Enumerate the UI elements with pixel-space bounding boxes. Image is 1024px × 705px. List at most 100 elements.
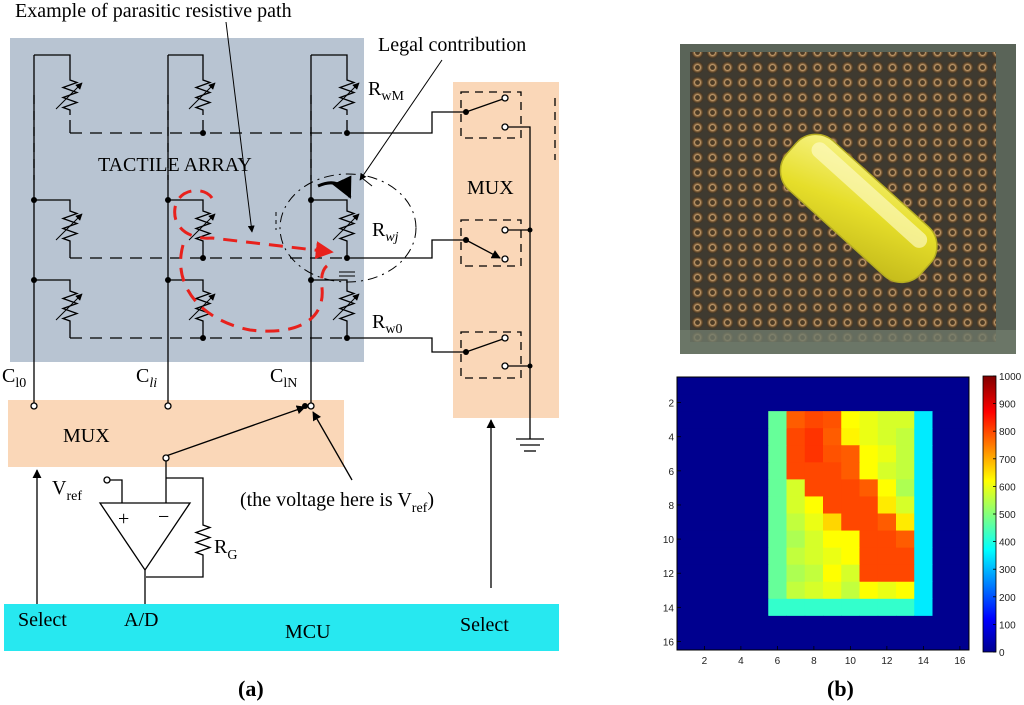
heatmap-cell [768, 428, 787, 446]
heatmap-cell [877, 547, 897, 566]
caption-a: (a) [238, 676, 264, 701]
heatmap-cell [768, 377, 787, 395]
parasitic-path [173, 189, 334, 333]
heatmap-cell [731, 377, 751, 395]
heatmap-cell [713, 530, 733, 549]
rg-label: RG [214, 536, 237, 563]
variable-resistor-arrow [188, 82, 216, 110]
heatmap-cell [877, 615, 897, 634]
sensor-photo [680, 44, 1016, 354]
heatmap-cell [750, 564, 769, 583]
heatmap-cell [914, 394, 933, 412]
heatmap-cell [695, 598, 714, 617]
y-tick-label: 4 [668, 433, 674, 444]
heatmap-cell [841, 479, 860, 497]
variable-resistor-arrow [188, 213, 216, 241]
heatmap-cell [859, 377, 879, 395]
y-tick-label: 6 [668, 467, 674, 478]
heatmap-cell [804, 530, 824, 549]
resistor-symbols [55, 75, 360, 560]
heatmap-cell [713, 445, 733, 463]
heatmap-cell [932, 428, 952, 446]
colorbar-tick-label: 0 [999, 648, 1005, 659]
heatmap-cell [750, 496, 769, 514]
heatmap-cell [713, 428, 733, 446]
heatmap-cell [932, 479, 952, 497]
heatmap-cell [896, 445, 915, 463]
heatmap-cell [804, 547, 824, 566]
heatmap-cell [731, 581, 751, 600]
heatmap-cell [768, 547, 787, 566]
heatmap-cell [750, 377, 769, 395]
parasitic-path-title: Example of parasitic resistive path [15, 0, 292, 22]
heatmap-cell [877, 598, 897, 617]
heatmap-cell [713, 394, 733, 412]
heatmap-cell [677, 377, 696, 395]
y-tick-label: 10 [663, 535, 675, 546]
row-label-wM: RwM [368, 78, 404, 104]
heatmap-cell [731, 411, 751, 429]
heatmap-cell [896, 547, 915, 566]
caption-b: (b) [827, 676, 854, 701]
heatmap-cell [859, 530, 879, 549]
heatmap-cell [877, 445, 897, 463]
heatmap-cell [695, 513, 714, 532]
heatmap-cell [677, 632, 696, 651]
heatmap-cell [877, 479, 897, 497]
heatmap-cell [914, 547, 933, 566]
heatmap-cell [695, 428, 714, 446]
heatmap-cell [750, 428, 769, 446]
heatmap-cell [932, 632, 952, 651]
heatmap-cell [713, 513, 733, 532]
heatmap-cell [896, 598, 915, 617]
heatmap-cell [768, 496, 787, 514]
heatmap-cell [896, 496, 915, 514]
heatmap-cell [786, 462, 806, 480]
heatmap-cell [823, 632, 842, 651]
heatmap-cell [914, 411, 933, 429]
heatmap-cell [914, 462, 933, 480]
heatmap-cell [859, 564, 879, 583]
variable-resistor-arrow [188, 293, 216, 321]
column-label-lN: ClN [270, 365, 297, 391]
opamp-minus: − [158, 506, 169, 528]
heatmap-cell [914, 615, 933, 634]
heatmap-cell [713, 547, 733, 566]
heatmap-cell [841, 445, 860, 463]
heatmap-cell [877, 462, 897, 480]
heatmap-cell [731, 632, 751, 651]
heatmap-cell [914, 377, 933, 395]
heatmap-cell [731, 462, 751, 480]
heatmap-cell [768, 445, 787, 463]
heatmap-cell [750, 632, 769, 651]
colorbar-tick-label: 500 [999, 510, 1016, 521]
heatmap-cell [932, 496, 952, 514]
heatmap-cell [768, 598, 787, 617]
heatmap-cell [877, 411, 897, 429]
heatmap-cell [841, 377, 860, 395]
heatmap-cell [859, 547, 879, 566]
heatmap-cell [695, 394, 714, 412]
heatmap-cell [859, 632, 879, 651]
heatmap-cell [786, 598, 806, 617]
heatmap-cell [859, 445, 879, 463]
heatmap-cell [914, 564, 933, 583]
heatmap-cell [750, 445, 769, 463]
heatmap-cell [786, 581, 806, 600]
heatmap-cell [695, 632, 714, 651]
heatmap-cell [768, 615, 787, 634]
heatmap-cell [896, 479, 915, 497]
heatmap-cell [804, 581, 824, 600]
heatmap-cell [695, 581, 714, 600]
heatmap-cell [896, 615, 915, 634]
variable-resistor-arrow [332, 293, 360, 321]
heatmap-cell [786, 496, 806, 514]
x-tick-label: 16 [954, 656, 966, 667]
x-tick-label: 8 [811, 656, 817, 667]
heatmap-cell [695, 445, 714, 463]
heatmap-cell [713, 598, 733, 617]
heatmap-cell [731, 445, 751, 463]
colorbar-tick-label: 300 [999, 565, 1016, 576]
heatmap-cell [896, 462, 915, 480]
yellow-block [779, 133, 938, 284]
